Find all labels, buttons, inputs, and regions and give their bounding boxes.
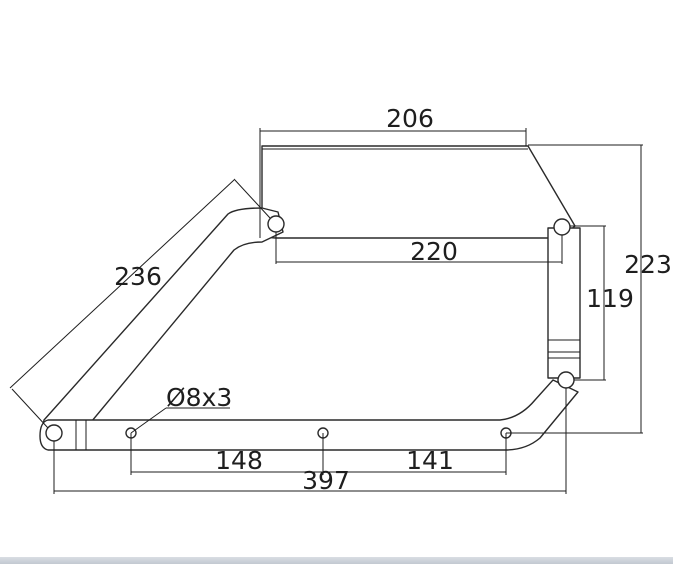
vertical-link (547, 227, 581, 379)
pivot-top-right (553, 218, 571, 236)
dim-inner-width: 220 (275, 232, 563, 266)
window-bottom-edge (0, 557, 673, 564)
dim-total-length: 397 (53, 388, 567, 495)
dim-diagonal-arm: 236 (9, 178, 271, 429)
dim-label-119: 119 (586, 284, 634, 313)
top-plate (261, 145, 576, 239)
dim-link-height: 119 (570, 225, 634, 381)
dim-label-220: 220 (410, 237, 458, 266)
dim-top-width: 206 (259, 104, 527, 238)
dim-hole-spacing: 148 141 (130, 433, 507, 475)
base-bar (39, 379, 579, 451)
dim-label-148: 148 (215, 446, 263, 475)
left-arm (42, 207, 284, 451)
pivot-bottom-left (45, 424, 63, 442)
dim-label-223: 223 (624, 250, 672, 279)
dim-label-206: 206 (386, 104, 434, 133)
dim-total-height: 223 (506, 144, 672, 434)
dim-label-236: 236 (114, 262, 162, 291)
dim-label-397: 397 (302, 466, 350, 495)
pivot-top-left (267, 215, 285, 233)
dim-hole-leader: Ø8x3 (130, 383, 232, 434)
pivot-holes (45, 215, 575, 442)
dim-label-141: 141 (406, 446, 454, 475)
dim-label-hole: Ø8x3 (166, 383, 232, 412)
pivot-bottom-right (557, 371, 575, 389)
